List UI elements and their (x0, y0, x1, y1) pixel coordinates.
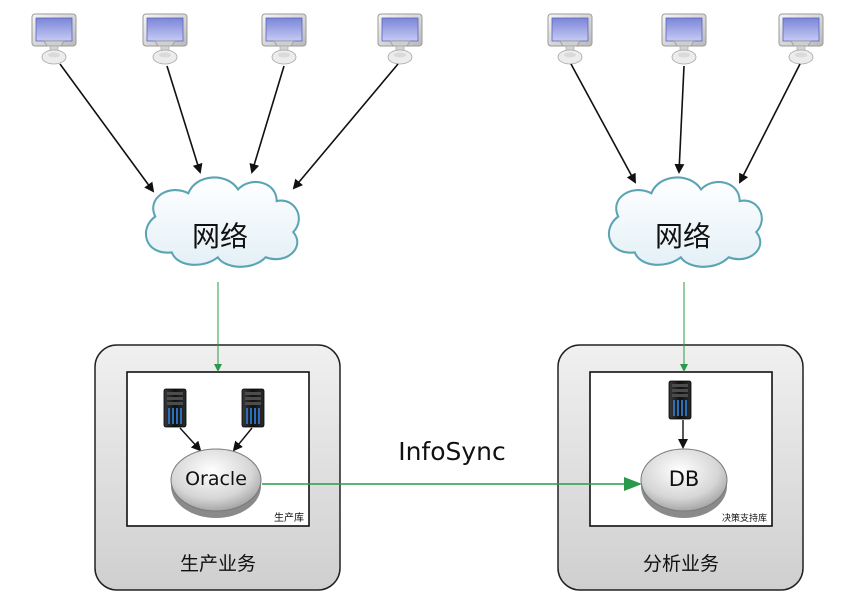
client-arrow (570, 63, 636, 184)
right-inner-label: 决策支持库 (722, 512, 767, 524)
client-computer-icon (547, 13, 593, 65)
client-arrow (249, 65, 285, 174)
server-tower-icon (163, 388, 187, 428)
left-cloud-label: 网络 (192, 220, 248, 253)
client-arrows (59, 63, 801, 193)
client-computer-icon (261, 13, 307, 65)
right-db-label: DB (669, 467, 700, 491)
infosync-label: InfoSync (398, 437, 506, 466)
left-inner-label: 生产库 (274, 511, 304, 524)
client-computer-icon (31, 13, 77, 65)
right-database-disk-icon (640, 448, 728, 518)
server-arrows (179, 420, 688, 452)
server-tower-icon (668, 380, 692, 420)
client-computer-icon (778, 13, 824, 65)
server-tower-icon (241, 388, 265, 428)
left-db-label: Oracle (185, 468, 247, 490)
left-clients (31, 13, 423, 65)
client-arrow (59, 63, 155, 193)
client-arrow (292, 63, 399, 190)
client-arrow (739, 63, 801, 184)
client-computer-icon (142, 13, 188, 65)
right-group-label: 分析业务 (643, 553, 719, 575)
right-clients (547, 13, 824, 65)
client-computer-icon (661, 13, 707, 65)
left-group-label: 生产业务 (180, 553, 256, 575)
client-arrow (674, 65, 685, 174)
left-database-disk-icon (170, 448, 262, 518)
right-cloud-label: 网络 (655, 220, 711, 253)
server-arrow (179, 427, 202, 452)
server-arrow (232, 427, 253, 452)
client-computer-icon (377, 13, 423, 65)
client-arrow (166, 65, 203, 174)
